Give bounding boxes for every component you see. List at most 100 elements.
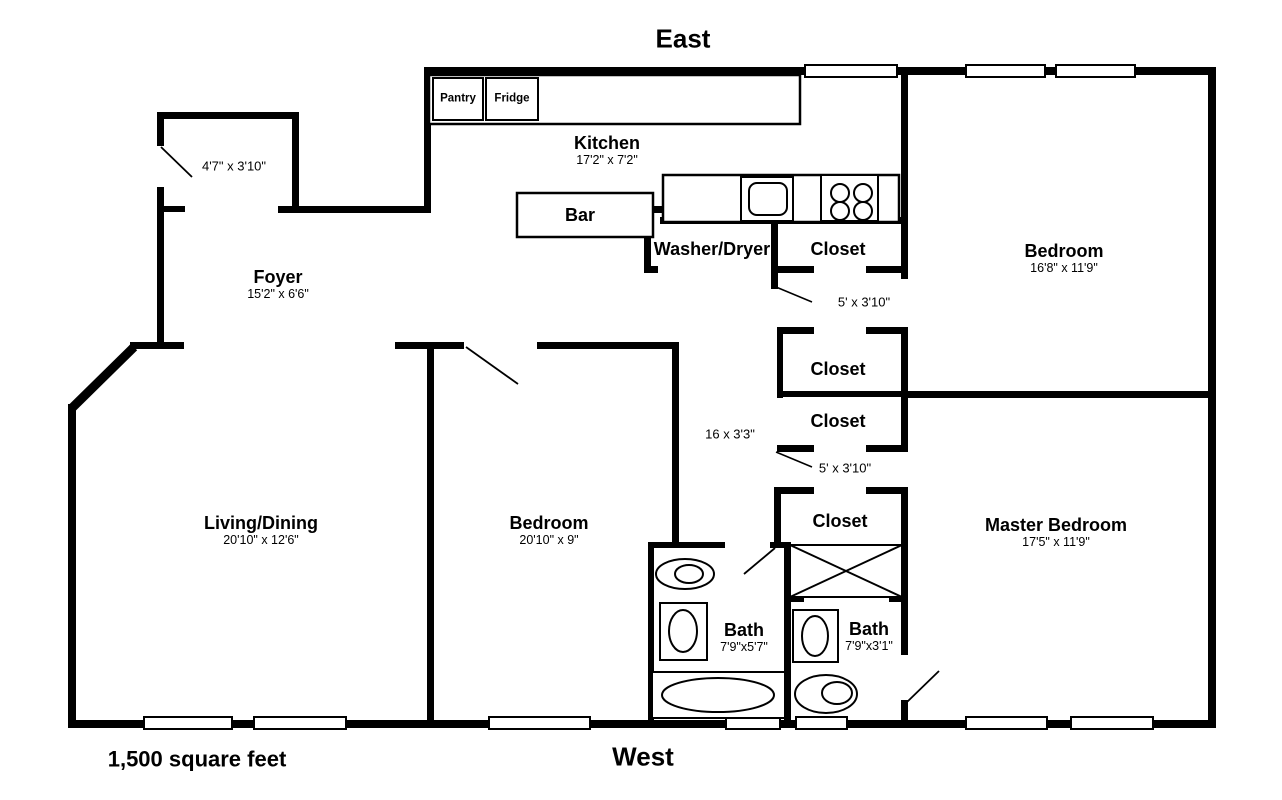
bedroom-west-wall-right [672, 342, 679, 548]
foyer-label: Foyer 15'2" x 6'6" [247, 267, 309, 301]
pantry-label: Pantry [440, 92, 476, 105]
closet-hall-upper-label: Closet [810, 358, 866, 379]
fixtures [427, 73, 903, 719]
sink-basin [668, 609, 698, 653]
closet-divider-wall [777, 391, 906, 397]
hall-closet-dim-label: 5' x 3'10" [818, 460, 872, 476]
foyer-closet-wall-nub [160, 206, 185, 212]
compass-east-label: East [655, 23, 711, 54]
window-top-3 [1055, 64, 1136, 78]
burner-icon [830, 183, 850, 203]
bedroom-master-divider [901, 391, 1215, 398]
bath-master-label: Bath 7'9"x3'1" [845, 619, 893, 653]
room-name: Master Bedroom [984, 514, 1128, 535]
room-dims: 17'2" x 7'2" [576, 153, 638, 168]
leader-hall-closet [775, 451, 813, 468]
bath-main-wall-left [648, 542, 654, 726]
east-wall-segment-3 [901, 487, 908, 655]
bedroom-east-label: Bedroom 16'8" x 11'9" [1024, 241, 1103, 275]
room-name: Bedroom [1024, 240, 1104, 261]
room-dims: 16'8" x 11'9" [1030, 261, 1098, 276]
foyer-closet-wall-top [157, 112, 299, 119]
burner-icon [853, 201, 873, 221]
fridge-label: Fridge [494, 92, 530, 105]
room-name: Bath [724, 619, 764, 640]
kitchen-label: Kitchen 17'2" x 7'2" [574, 133, 640, 167]
sink-basin [801, 615, 829, 657]
living-dining-label: Living/Dining 20'10" x 12'6" [204, 513, 318, 547]
room-dims: 20'10" x 12'6" [223, 533, 299, 548]
divider-nub-right [434, 342, 464, 349]
window-bottom-2 [253, 716, 347, 730]
leader-lines [775, 286, 813, 468]
window-top-1 [804, 64, 898, 78]
fridge-box [485, 77, 539, 121]
master-bedroom-label: Master Bedroom 17'5" x 11'9" [985, 515, 1127, 549]
closet-master-top-left [774, 487, 814, 494]
bedroom-west-wall-top [537, 342, 678, 349]
burner-icon [830, 201, 850, 221]
room-name: Living/Dining [204, 512, 318, 533]
bath-main-door-swing [743, 547, 776, 575]
bedroom-west-door-swing [465, 346, 519, 385]
room-name: Kitchen [573, 132, 641, 153]
master-bath-toilet-icon [794, 674, 858, 714]
closet-lower-bottom-right [866, 445, 907, 452]
east-wall-segment-1 [901, 67, 908, 279]
east-wall-segment-2 [901, 327, 908, 452]
bathtub-icon [651, 671, 786, 719]
room-dims: 7'9"x3'1" [845, 639, 893, 654]
window-top-2 [965, 64, 1046, 78]
main-bath-sink-icon [659, 602, 708, 661]
toilet-seat [821, 681, 853, 705]
shower-wall-nub-left [787, 596, 804, 602]
kitchen-sink-icon [748, 182, 788, 216]
windows [143, 64, 1154, 730]
leader-laundry-closet [775, 286, 813, 303]
bath-main-label: Bath 7'9"x5'7" [720, 620, 768, 654]
wall-left [68, 404, 76, 728]
closet-master-label: Closet [812, 510, 868, 531]
laundry-closet-divider [771, 217, 778, 289]
window-bottom-7 [1070, 716, 1154, 730]
bedroom-west-label: Bedroom 20'10" x 9" [509, 513, 588, 547]
window-bottom-6 [965, 716, 1048, 730]
window-bottom-1 [143, 716, 233, 730]
laundry-closet-dim-label: 5' x 3'10" [837, 294, 891, 310]
kitchen-counter-top [427, 73, 802, 126]
closet-upper-top-left [777, 327, 814, 334]
stove-burners-icon [830, 183, 873, 221]
wall-diagonal [68, 343, 138, 412]
compass-west-label: West [612, 741, 674, 772]
closet-hall-lower-label: Closet [810, 410, 866, 431]
washer-dryer-label: Washer/Dryer [653, 238, 771, 259]
tub-basin [661, 677, 775, 713]
east-wall-segment-4 [901, 700, 908, 728]
laundry-wall-bottom-nub [644, 266, 658, 273]
window-bottom-5 [795, 716, 848, 730]
room-name: Foyer [253, 266, 303, 287]
burner-icon [853, 183, 873, 203]
window-bottom-3 [488, 716, 591, 730]
bath-divider-wall [784, 542, 791, 726]
area-label: 1,500 square feet [107, 746, 287, 772]
foyer-wall-left-lower [157, 187, 164, 349]
bar-counter [515, 191, 655, 239]
door-swings [160, 146, 940, 704]
foyer-closet-wall-right [292, 112, 299, 213]
shower-wall-nub-right [889, 596, 908, 602]
room-dims: 15'2" x 6'6" [247, 287, 309, 302]
closet-upper-top-right [866, 327, 907, 334]
wall-bottom [68, 720, 1216, 728]
closet-master-wall-left [774, 487, 781, 545]
room-dims: 20'10" x 9" [519, 533, 579, 548]
closet-laundry-label: Closet [810, 238, 866, 259]
living-bedroom-divider [427, 342, 434, 728]
shower-x-line [789, 544, 903, 598]
main-bath-toilet-icon [655, 558, 715, 590]
closet-laundry-bottom-right [866, 266, 907, 273]
entry-door-swing [160, 146, 193, 178]
kitchen-wall-left [424, 67, 431, 213]
